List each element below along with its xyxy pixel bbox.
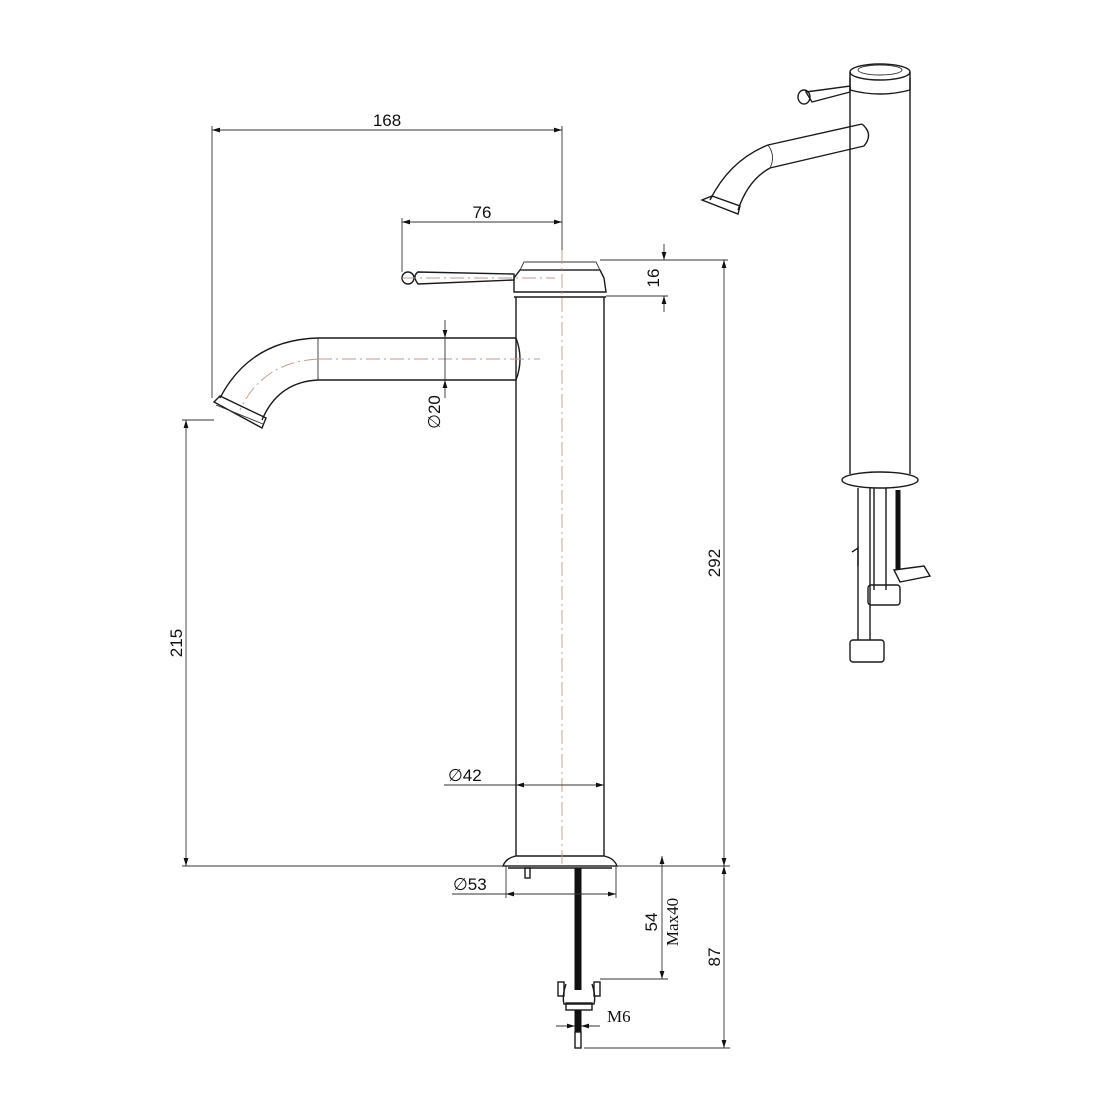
svg-text:∅42: ∅42 [448, 766, 482, 785]
dimension-base-diameter: ∅53 [452, 866, 617, 898]
dimension-overall-height: 292 [705, 260, 727, 866]
svg-text:54: 54 [642, 913, 661, 932]
svg-text:292: 292 [705, 549, 724, 577]
dimension-lever-height: 16 [600, 244, 728, 312]
dimension-below-deck: 87 [584, 866, 730, 1049]
dimension-overall-reach: 168 [211, 111, 563, 398]
lever-handle [401, 271, 555, 285]
dimension-spout-height: 215 [167, 419, 214, 866]
dimension-thread-size: M6 [556, 1007, 631, 1029]
dimension-shank-length: 54 Max40 [600, 856, 682, 980]
svg-text:215: 215 [167, 629, 186, 657]
svg-text:∅20: ∅20 [425, 395, 444, 429]
svg-text:M6: M6 [607, 1007, 631, 1026]
svg-text:87: 87 [705, 948, 724, 967]
svg-text:Max40: Max40 [663, 898, 682, 946]
isometric-view [700, 63, 932, 663]
dimension-lever-reach: 76 [401, 203, 562, 272]
dimension-body-diameter: ∅42 [444, 766, 604, 788]
dimension-spout-diameter: ∅20 [425, 320, 448, 429]
mounting-rod [557, 868, 601, 1049]
svg-text:76: 76 [473, 203, 492, 222]
svg-text:16: 16 [644, 269, 663, 288]
svg-text:∅53: ∅53 [453, 875, 487, 894]
svg-text:168: 168 [373, 111, 401, 130]
spout [212, 337, 540, 429]
